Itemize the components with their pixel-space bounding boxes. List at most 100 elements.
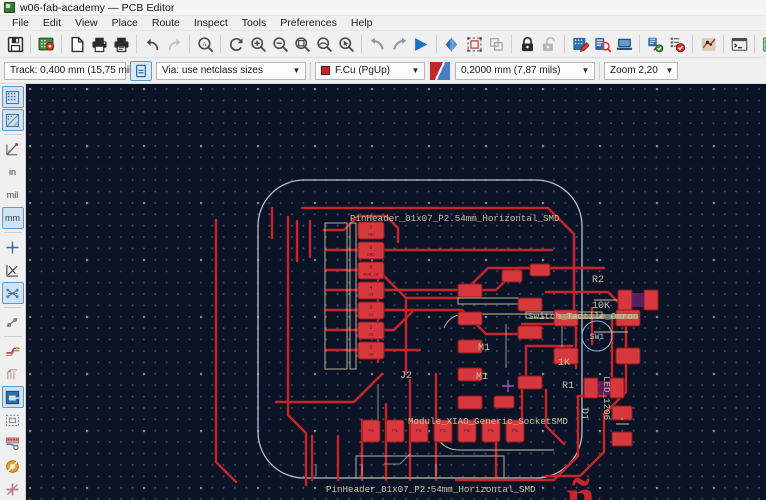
flip-horizontal-icon[interactable] [441, 33, 463, 55]
find-icon[interactable]: A [194, 33, 216, 55]
net-highlight-icon[interactable] [2, 311, 24, 333]
ref-label-d1: D1 [578, 408, 589, 420]
menu-item-file[interactable]: File [12, 16, 29, 29]
menu-item-view[interactable]: View [75, 16, 98, 29]
grid-value: 0,2000 mm (7,87 mils) [461, 65, 561, 76]
menu-item-preferences[interactable]: Preferences [280, 16, 337, 29]
drc-icon[interactable] [666, 33, 688, 55]
page-settings-icon[interactable] [66, 33, 88, 55]
zoom-fit-page-icon[interactable] [291, 33, 313, 55]
zone-outline-icon[interactable] [2, 409, 24, 431]
component-d1 [611, 405, 633, 447]
units-millimeters-label: mm [5, 212, 20, 223]
svg-text:7: 7 [369, 225, 372, 231]
units-mils-label: mil [6, 189, 19, 200]
group-icon[interactable] [410, 33, 432, 55]
svg-text:P2: P2 [416, 428, 422, 434]
logo-n-tilde: ñ [566, 469, 595, 500]
unlock-icon[interactable] [538, 33, 560, 55]
toggle-grid-icon[interactable] [1, 86, 24, 108]
main-toolbar: A [0, 31, 766, 58]
menu-item-help[interactable]: Help [350, 16, 373, 29]
curved-ratsnest-icon[interactable] [1, 282, 24, 304]
refresh-icon[interactable] [225, 33, 247, 55]
net-inspector-icon[interactable] [697, 33, 719, 55]
show-ratsnest-icon[interactable] [759, 33, 766, 55]
ungroup-icon[interactable] [463, 33, 485, 55]
grid-overrides-icon[interactable] [1, 109, 24, 131]
active-layer-select[interactable]: F.Cu (PgUp) ▼ [315, 61, 425, 80]
show-ratsnest-icon[interactable] [2, 259, 24, 281]
plot-icon[interactable] [110, 33, 132, 55]
toolbar-separator [723, 35, 724, 53]
menu-item-edit[interactable]: Edit [42, 16, 62, 29]
zoom-in-icon[interactable] [247, 33, 269, 55]
cursor-shape-icon[interactable] [2, 236, 24, 258]
zoom-fit-objects-icon[interactable] [313, 33, 335, 55]
view-3d-icon[interactable] [613, 33, 635, 55]
sketch-pads-icon[interactable] [1, 386, 24, 408]
zone-filled-icon[interactable] [2, 432, 24, 454]
menu-item-place[interactable]: Place [111, 16, 138, 29]
edit-track-width-button[interactable] [130, 60, 152, 81]
layer-pair-swatch[interactable] [430, 61, 450, 80]
ref-label-j2: J2 [400, 371, 412, 382]
zoom-select[interactable]: Zoom 2,20 ▼ [604, 61, 678, 80]
zoom-area-icon[interactable] [335, 33, 357, 55]
group-items-icon[interactable] [485, 33, 507, 55]
svg-text:GND: GND [367, 254, 375, 258]
update-pcb-icon[interactable] [644, 33, 666, 55]
toolbar-separator [599, 61, 600, 80]
toolbar-separator [310, 61, 311, 80]
chevron-down-icon: ▼ [411, 65, 420, 75]
units-inches-icon[interactable]: in [2, 161, 24, 183]
rotate-cw-icon[interactable] [388, 33, 410, 55]
svg-text:PoR_IO: PoR_IO [363, 274, 379, 278]
work-area: θ in mil mm [0, 84, 766, 500]
rotate-ccw-icon[interactable] [366, 33, 388, 55]
polar-coords-icon[interactable]: θ [2, 138, 24, 160]
zoom-out-icon[interactable] [269, 33, 291, 55]
zoom-value: Zoom 2,20 [610, 65, 658, 76]
board-setup-icon[interactable] [35, 33, 57, 55]
menu-item-tools[interactable]: Tools [241, 16, 267, 29]
chevron-down-icon: ▼ [292, 65, 301, 75]
toolbar-separator [754, 35, 755, 53]
toolbar-separator [564, 35, 565, 53]
kicad-pcb-icon [4, 2, 15, 13]
footprint-viewer-icon[interactable] [591, 33, 613, 55]
svg-text:P6: P6 [512, 428, 518, 434]
svg-text:A: A [202, 41, 207, 47]
svg-text:+5: +5 [368, 428, 374, 434]
svg-text:5: 5 [369, 265, 372, 271]
text-sketch-icon[interactable] [2, 478, 24, 500]
svg-text:θ: θ [8, 149, 10, 154]
print-icon[interactable] [88, 33, 110, 55]
track-width-select[interactable]: Track: 0,400 mm (15,75 mils) ▼ [4, 61, 154, 80]
grid-select[interactable]: 0,2000 mm (7,87 mils) ▼ [455, 61, 595, 80]
units-mils-icon[interactable]: mil [2, 184, 24, 206]
svg-text:2: 2 [369, 325, 372, 331]
sketch-vias-icon[interactable] [2, 363, 24, 385]
svg-text:A1: A1 [368, 314, 374, 318]
scripting-console-icon[interactable] [728, 33, 750, 55]
footprint-sketch-icon[interactable] [2, 455, 24, 477]
title-bar: w06-fab-academy — PCB Editor [0, 0, 766, 16]
svg-text:6: 6 [369, 245, 372, 251]
toolbar-separator [3, 336, 22, 337]
footprint-editor-icon[interactable] [569, 33, 591, 55]
toolbar-separator [220, 35, 221, 53]
menu-item-inspect[interactable]: Inspect [193, 16, 228, 29]
undo-icon[interactable] [141, 33, 163, 55]
units-millimeters-icon[interactable]: mm [1, 207, 24, 229]
save-icon[interactable] [4, 33, 26, 55]
svg-text:P3: P3 [440, 428, 446, 434]
footprint-label-switch: Switch_Tactile_Omron [528, 311, 638, 322]
redo-icon[interactable] [163, 33, 185, 55]
pcb-canvas[interactable]: 7 +5V 6 GND 5 PoR_IO 4 A3 [26, 84, 766, 500]
sketch-tracks-icon[interactable] [2, 340, 24, 362]
via-size-select[interactable]: Via: use netclass sizes ▼ [156, 61, 306, 80]
copper-tracks [214, 206, 628, 487]
lock-icon[interactable] [516, 33, 538, 55]
menu-item-route[interactable]: Route [151, 16, 180, 29]
